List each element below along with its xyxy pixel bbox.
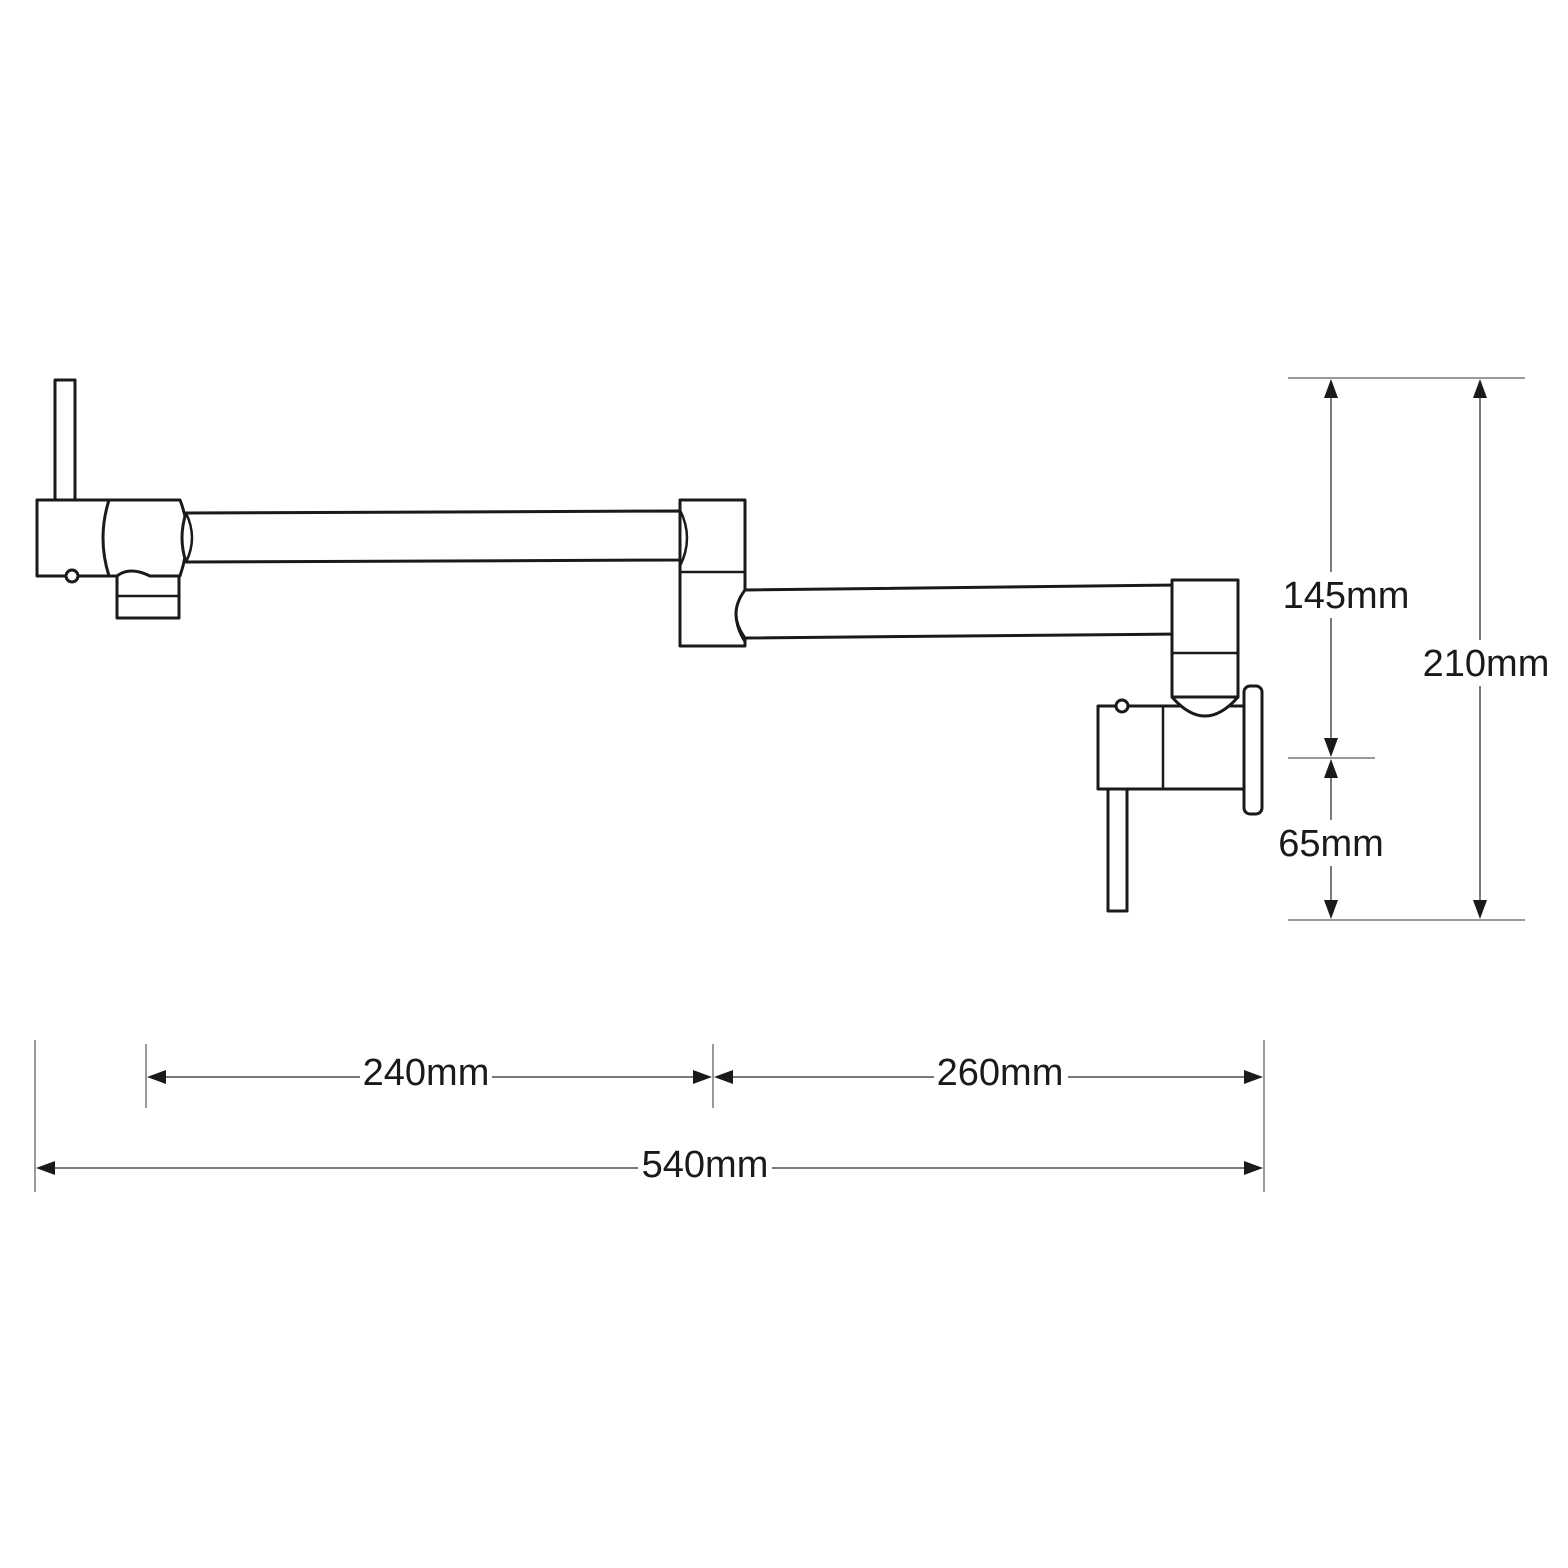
lower-dimension-arrow-top [1324,759,1338,778]
total-width-label: 540mm [642,1144,769,1186]
arm-two-arrow-left [714,1070,733,1084]
upper-dimension-arrow-bottom [1324,738,1338,757]
vertical-dimensions: 145mm 65mm 210mm [1276,377,1554,921]
valve-body-screw [1114,698,1130,714]
arm-one-label: 240mm [363,1052,490,1094]
upper-dimension-label: 145mm [1283,575,1410,617]
arm-two-arrow-right [1244,1070,1263,1084]
total-height-arrow-bottom [1473,900,1487,919]
first-arm-end-cap [184,512,194,563]
right-swivel-column [1170,578,1240,699]
middle-elbow-upper-curve [678,509,689,567]
left-block-screw [64,568,80,584]
horizontal-dimensions: 240mm 260mm 540mm [34,1040,1265,1192]
valve-body [1096,704,1247,791]
valve-handle-lever [1106,787,1129,913]
lower-dimension-label: 65mm [1278,823,1384,865]
total-height-arrow-top [1473,379,1487,398]
second-arm-tube [734,583,1182,640]
arm-one-arrow-left [147,1070,166,1084]
total-width-arrow-left [36,1161,55,1175]
first-arm-tube [180,509,682,564]
arm-two-label: 260mm [937,1052,1064,1094]
wall-flange [1242,684,1264,816]
upper-dimension-arrow-top [1324,379,1338,398]
left-spout-block [35,498,111,578]
faucet-assembly [35,378,1264,913]
left-handle-lever [53,378,77,504]
left-swivel-joint [101,498,189,578]
arm-one-arrow-right [693,1070,712,1084]
total-width-arrow-right [1244,1161,1263,1175]
valve-body-curve [1170,695,1240,718]
lower-dimension-arrow-bottom [1324,900,1338,919]
total-height-label: 210mm [1423,643,1550,685]
